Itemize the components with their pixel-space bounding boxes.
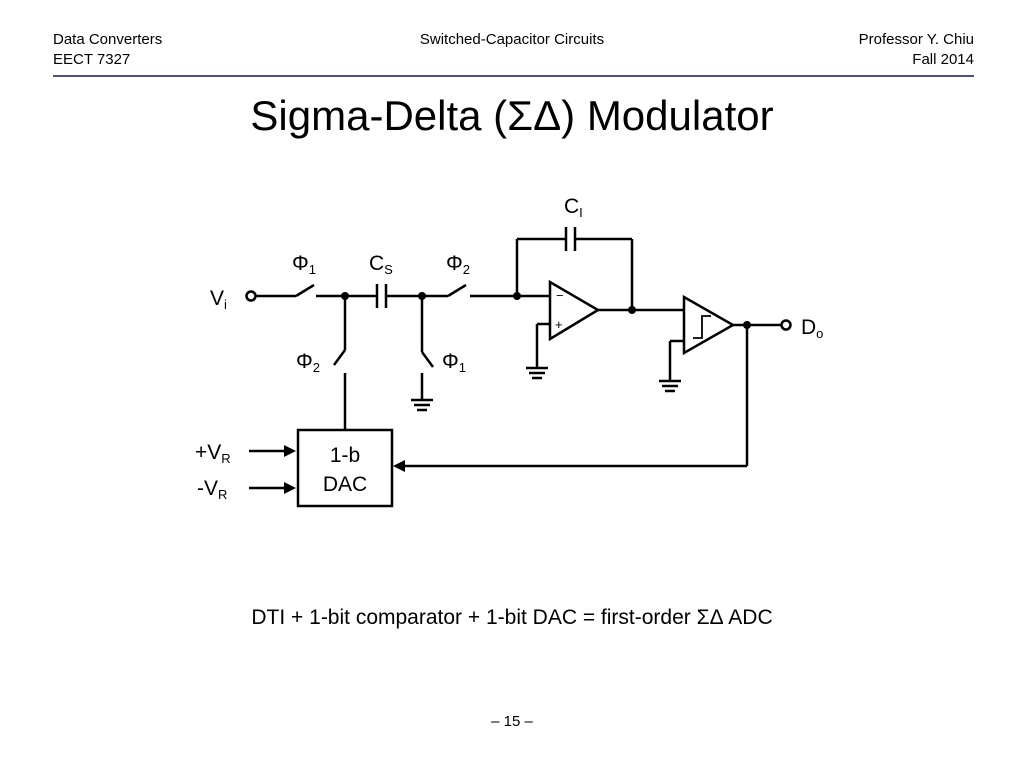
input-terminal: [245, 290, 257, 302]
junction-dot: [418, 292, 426, 300]
arrow-icon: [284, 482, 296, 494]
dac-block: [296, 428, 394, 508]
header-topic: Switched-Capacitor Circuits: [419, 31, 605, 48]
switch-phi2-output-label: Φ2: [446, 252, 470, 277]
switch-phi2-output: [447, 283, 467, 298]
junction-dot: [513, 292, 521, 300]
course-name: Data Converters: [53, 31, 163, 48]
input-label: Vi: [210, 287, 227, 312]
ref-pos-label: +VR: [195, 441, 231, 466]
comparator-triangle: [682, 294, 736, 356]
sampling-cap-label: CS: [369, 252, 393, 277]
junction-dot: [743, 321, 751, 329]
semester: Fall 2014: [912, 51, 974, 68]
junction-dot: [341, 292, 349, 300]
opamp-minus-label: −: [556, 288, 564, 303]
switch-phi1-ground-label: Φ1: [442, 350, 466, 375]
opamp-triangle: [548, 279, 601, 342]
switch-phi1-ground: [420, 351, 435, 368]
output-label: Do: [801, 316, 823, 341]
course-code: EECT 7327: [53, 51, 131, 68]
header-right: Professor Y. Chiu Fall 2014: [859, 30, 974, 70]
comparator-hysteresis-icon: [693, 315, 711, 339]
ref-neg-label: -VR: [197, 477, 227, 502]
integrating-cap-label: CI: [564, 195, 583, 220]
switch-phi2-dac: [332, 349, 347, 366]
header-left: Data Converters EECT 7327: [53, 30, 162, 70]
page-number: – 15 –: [491, 713, 533, 730]
arrow-icon: [284, 445, 296, 457]
slide-caption: DTI + 1-bit comparator + 1-bit DAC = fir…: [251, 606, 773, 629]
switch-phi1-input-label: Φ1: [292, 252, 316, 277]
dac-label-line1: 1-b: [330, 444, 360, 467]
switch-phi1-input: [295, 283, 315, 298]
arrow-icon: [393, 460, 405, 472]
junction-dot: [628, 306, 636, 314]
dac-label-line2: DAC: [323, 473, 367, 496]
header-divider: [53, 75, 974, 77]
slide-title: Sigma-Delta (ΣΔ) Modulator: [250, 92, 774, 139]
professor-name: Professor Y. Chiu: [858, 31, 974, 48]
switch-phi2-dac-label: Φ2: [296, 350, 320, 375]
output-terminal: [780, 319, 792, 331]
opamp-plus-label: +: [555, 317, 563, 332]
